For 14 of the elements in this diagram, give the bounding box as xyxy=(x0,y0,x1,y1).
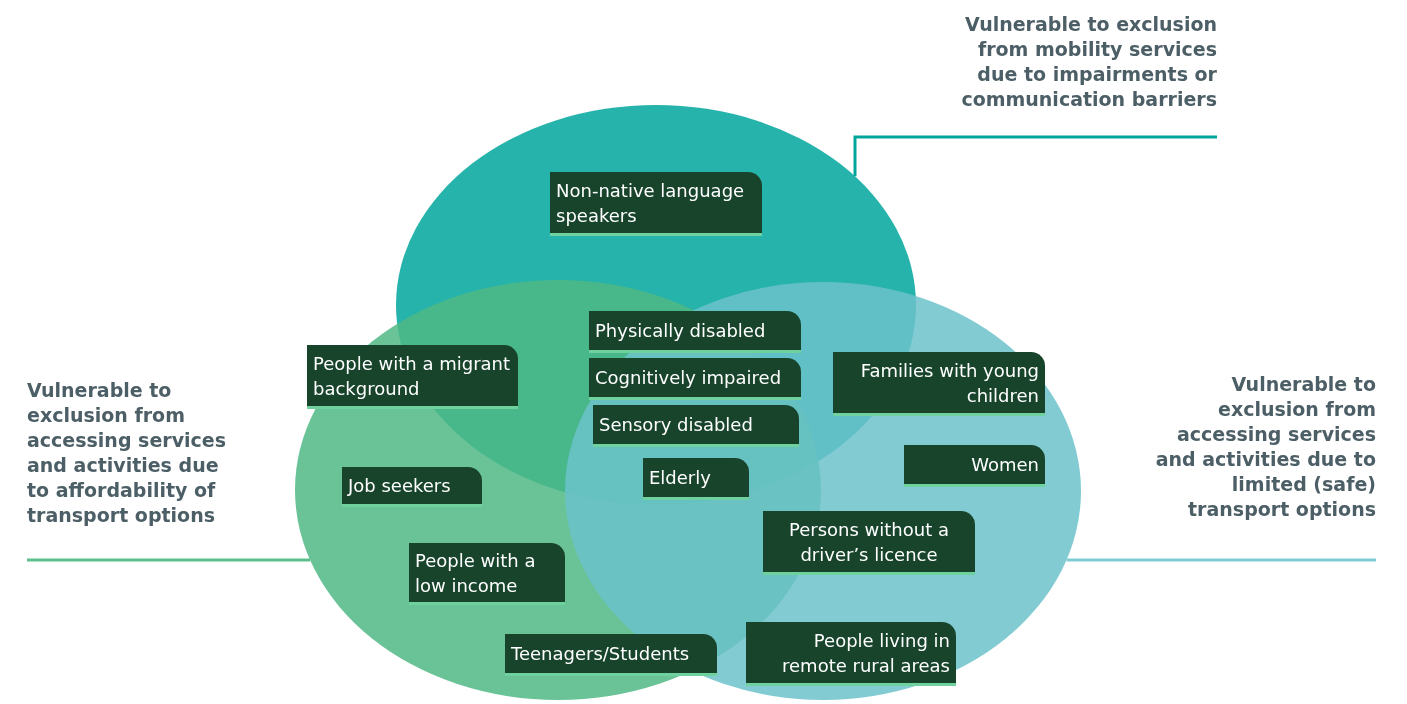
leader-line xyxy=(27,558,310,562)
category-tag: Women xyxy=(904,445,1045,487)
category-tag: People with a low income xyxy=(409,543,565,605)
category-tag: Job seekers xyxy=(342,467,482,507)
category-tag: Elderly xyxy=(643,458,749,500)
heading-text: Vulnerable to exclusion from accessing services and activities due to limited (safe) transport options xyxy=(1154,372,1376,522)
leader-line xyxy=(1066,558,1376,562)
category-tag: Sensory disabled xyxy=(593,405,799,447)
leader-line xyxy=(853,135,1217,177)
category-tag: Cognitively impaired xyxy=(589,358,801,400)
heading-text: Vulnerable to exclusion from accessing services and activities due to affordability of transport options xyxy=(27,378,227,528)
heading-text: Vulnerable to exclusion from mobility services due to impairments or communication barriers xyxy=(960,12,1217,112)
category-tag: Physically disabled xyxy=(589,311,801,353)
category-tag: Non-native language speakers xyxy=(550,172,762,236)
